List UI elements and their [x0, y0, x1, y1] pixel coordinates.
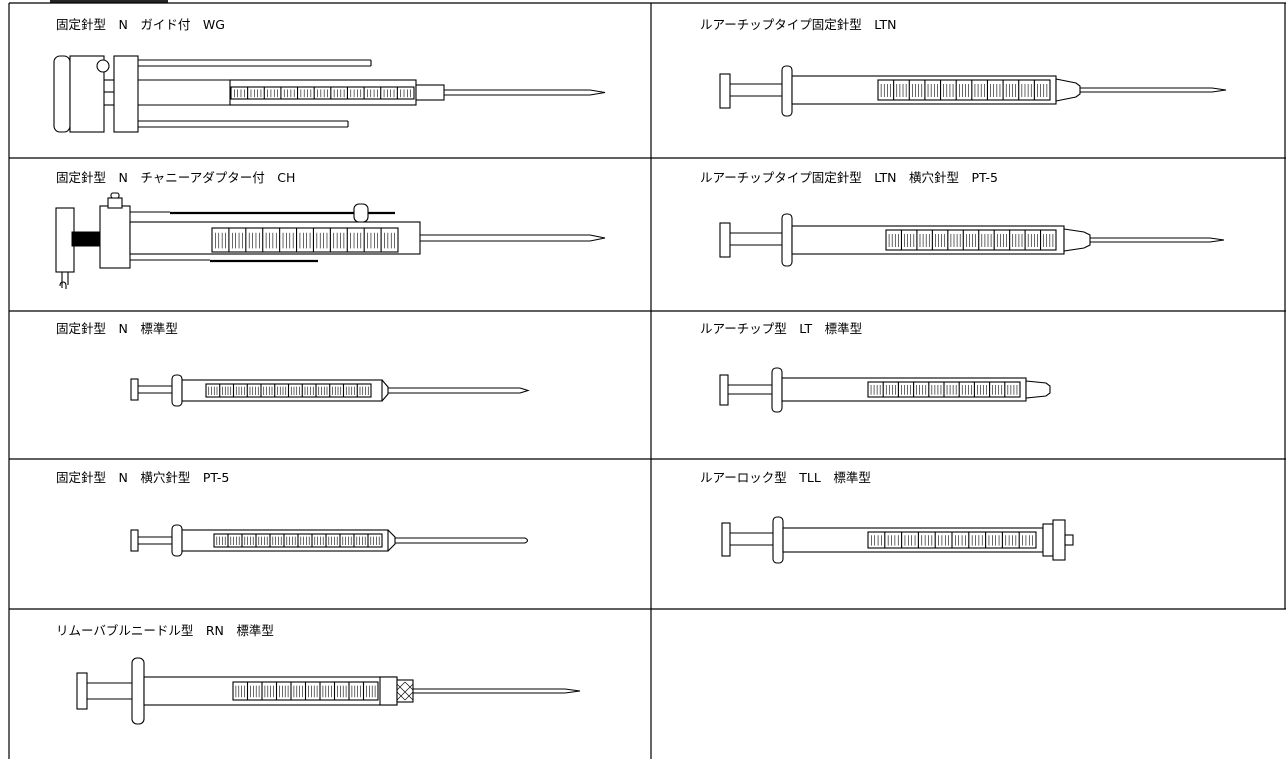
syringe-lt-std-drawing [719, 367, 1051, 413]
label-ch: 固定針型 N チャニーアダプター付 CH [56, 170, 295, 185]
graduation-scale [211, 227, 399, 253]
graduation-scale [213, 533, 383, 548]
label-lt-std: ルアーチップ型 LT 標準型 [700, 321, 862, 336]
table-grid [8, 2, 1286, 759]
syringe-wg-drawing [53, 55, 606, 133]
label-tll-std: ルアーロック型 TLL 標準型 [700, 470, 871, 485]
label-n-std: 固定針型 N 標準型 [56, 321, 178, 336]
label-ltn-pt5: ルアーチップタイプ固定針型 LTN 横穴針型 PT-5 [700, 170, 998, 185]
syringe-ltn-pt5-drawing [719, 213, 1225, 267]
graduation-scale [877, 79, 1051, 101]
label-wg: 固定針型 N ガイド付 WG [56, 17, 225, 32]
clipped-heading [50, 0, 168, 3]
label-ltn: ルアーチップタイプ固定針型 LTN [700, 17, 896, 32]
syringe-rn-drawing [76, 657, 581, 725]
graduation-scale [230, 86, 415, 100]
syringe-tll-std-drawing [721, 516, 1074, 564]
graduation-scale [867, 381, 1021, 398]
label-n-pt5: 固定針型 N 横穴針型 PT-5 [56, 470, 229, 485]
syringe-ch-drawing [55, 192, 606, 289]
syringe-ltn-drawing [719, 65, 1227, 117]
label-rn-std: リムーバブルニードル型 RN 標準型 [56, 623, 274, 638]
graduation-scale [867, 531, 1037, 549]
syringe-n-pt5-drawing [130, 524, 529, 557]
graduation-scale [205, 383, 372, 398]
graduation-scale [232, 681, 379, 701]
knurled-nut [396, 681, 414, 701]
graduation-scale [885, 229, 1057, 251]
syringe-n-std-drawing [130, 374, 530, 407]
